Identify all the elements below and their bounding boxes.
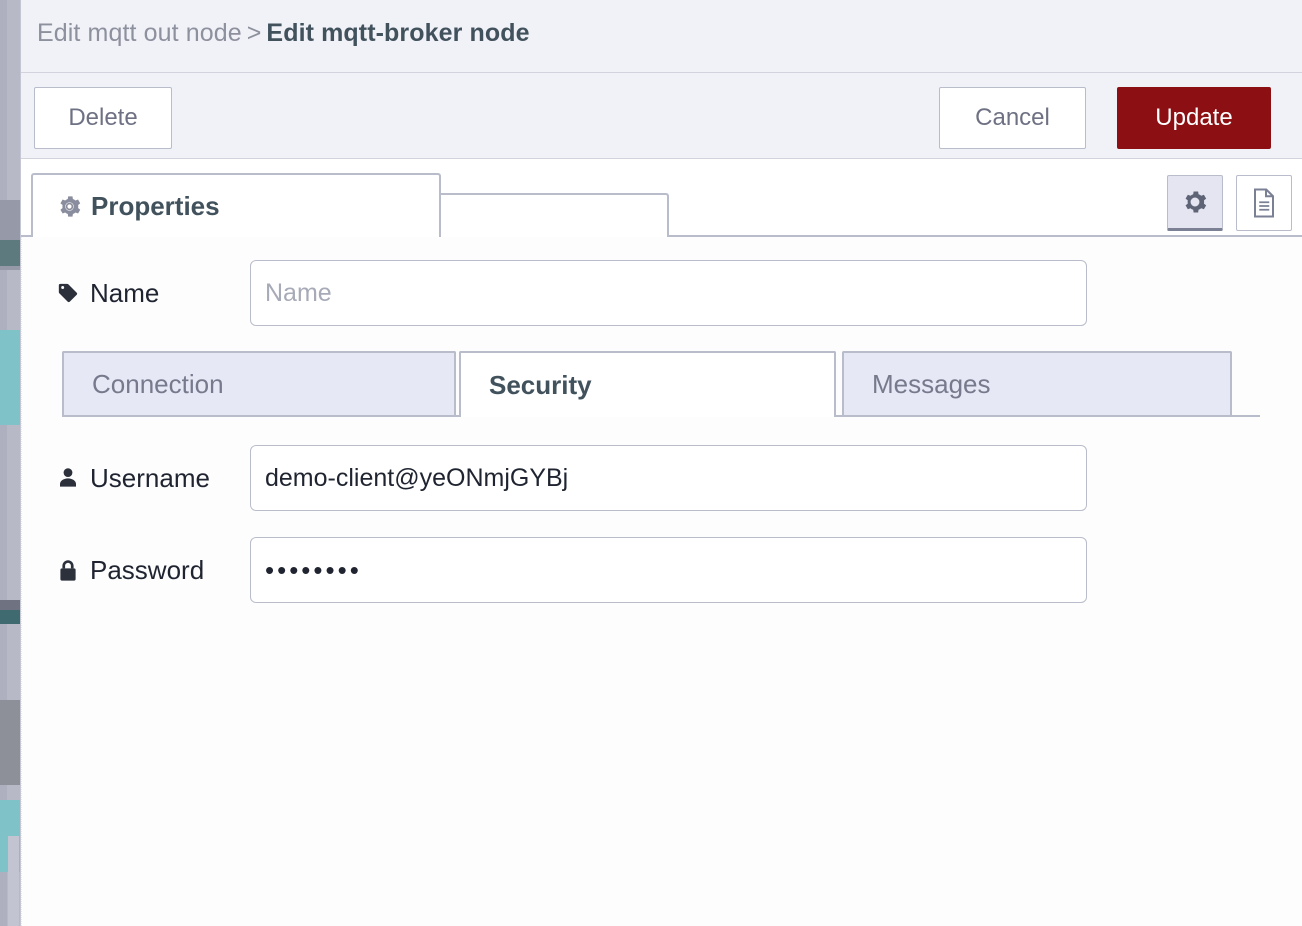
backdrop-panel — [0, 0, 7, 926]
breadcrumb: Edit mqtt out node>Edit mqtt-broker node — [37, 19, 530, 48]
username-input[interactable] — [250, 445, 1087, 511]
cancel-button[interactable]: Cancel — [939, 87, 1086, 149]
tab-properties[interactable]: Properties — [31, 173, 441, 237]
name-label-text: Name — [90, 277, 160, 308]
description-icon-button[interactable] — [1236, 175, 1292, 231]
gear-icon — [1182, 189, 1208, 215]
password-input[interactable] — [250, 537, 1087, 603]
breadcrumb-parent[interactable]: Edit mqtt out node — [37, 19, 242, 47]
subtab-messages[interactable]: Messages — [842, 351, 1232, 415]
tab-bar-stub — [429, 193, 669, 237]
user-icon — [56, 467, 79, 489]
subtab-security-label: Security — [489, 369, 592, 400]
lock-icon — [56, 559, 79, 582]
settings-icon-button[interactable] — [1167, 175, 1223, 231]
backdrop-node-fragment — [0, 240, 20, 266]
name-input[interactable] — [250, 260, 1087, 326]
gear-icon — [57, 194, 82, 219]
document-icon — [1251, 188, 1277, 218]
username-label: Username — [22, 463, 250, 494]
password-label: Password — [22, 555, 250, 586]
backdrop-node-fragment — [0, 700, 20, 785]
delete-button[interactable]: Delete — [34, 87, 172, 149]
backdrop-node-fragment — [0, 330, 20, 425]
tab-properties-label: Properties — [91, 190, 220, 221]
editor-scrollbar-thumb[interactable] — [8, 836, 19, 926]
subtab-connection-label: Connection — [92, 368, 224, 399]
form-row-username: Username — [22, 445, 1302, 511]
name-label: Name — [22, 278, 250, 309]
subtab-connection[interactable]: Connection — [62, 351, 456, 415]
backdrop-node-fragment — [0, 610, 20, 624]
subtab-messages-label: Messages — [872, 368, 991, 399]
editor-backdrop-strip — [0, 0, 20, 926]
update-button[interactable]: Update — [1117, 87, 1271, 149]
properties-form: Name Connection Security Messages — [21, 237, 1302, 926]
form-row-password: Password — [22, 537, 1302, 603]
security-subtab-bar: Connection Security Messages — [22, 351, 1302, 417]
password-label-text: Password — [90, 554, 205, 585]
edit-dialog-panel: Edit mqtt out node>Edit mqtt-broker node… — [20, 0, 1302, 926]
form-row-name: Name — [22, 260, 1302, 326]
tag-icon — [56, 282, 79, 304]
dialog-header: Edit mqtt out node>Edit mqtt-broker node — [21, 0, 1302, 73]
breadcrumb-current: Edit mqtt-broker node — [266, 19, 530, 47]
breadcrumb-separator: > — [246, 19, 262, 47]
dialog-tab-bar: Properties — [21, 159, 1302, 237]
username-label-text: Username — [90, 462, 210, 493]
subtab-security[interactable]: Security — [459, 351, 836, 417]
dialog-button-bar: Delete Cancel Update — [21, 73, 1302, 159]
